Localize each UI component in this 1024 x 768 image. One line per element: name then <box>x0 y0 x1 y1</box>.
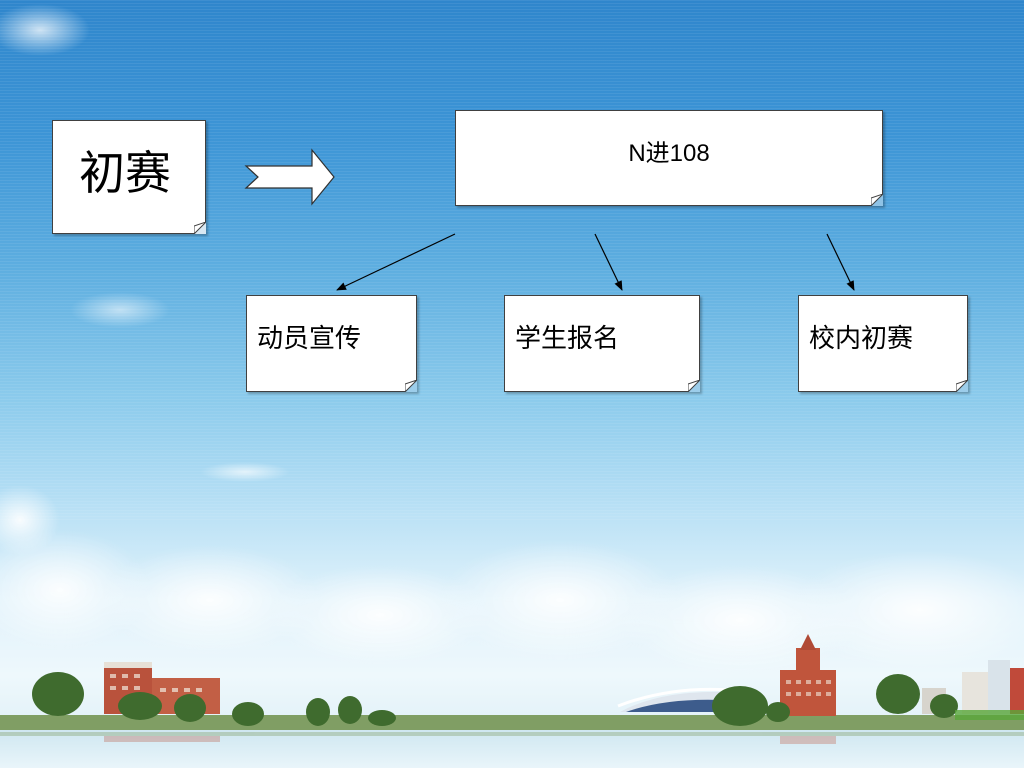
sub-step-box: 学生报名 <box>504 295 700 392</box>
sub-step-box: 校内初赛 <box>798 295 968 392</box>
root-stage-label: 初赛 <box>79 146 171 200</box>
sub-step-label: 动员宣传 <box>257 324 362 354</box>
stage-box: N进108 <box>455 110 883 206</box>
stadium <box>617 687 731 712</box>
trees <box>32 672 958 726</box>
cloud <box>0 4 90 56</box>
page-fold-icon <box>405 380 417 392</box>
page-fold-icon <box>871 194 883 206</box>
page-fold-icon <box>194 222 206 234</box>
sub-step-box: 动员宣传 <box>246 295 417 392</box>
lake <box>0 730 1024 768</box>
cloud <box>70 292 170 328</box>
stage-label: N进108 <box>628 140 710 167</box>
cloud <box>200 462 290 482</box>
page-fold-icon <box>688 380 700 392</box>
page-fold-icon <box>956 380 968 392</box>
sub-step-label: 学生报名 <box>515 324 620 354</box>
reflection <box>0 732 1024 744</box>
cloud-bank <box>0 485 1024 675</box>
tower-building <box>780 634 836 716</box>
sub-step-label: 校内初赛 <box>809 324 914 354</box>
root-stage-box: 初赛 <box>52 120 206 234</box>
